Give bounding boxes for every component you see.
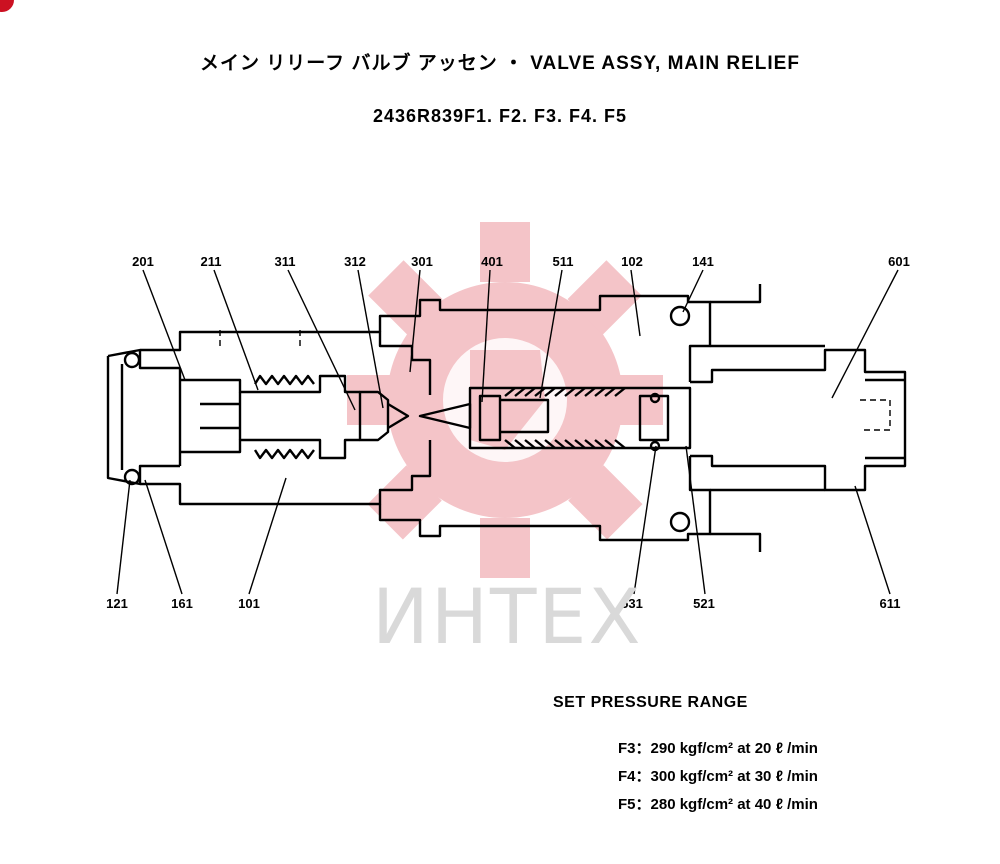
hidden-lines [219, 330, 891, 431]
pressure-range-heading: SET PRESSURE RANGE [553, 694, 748, 711]
pressure-row-f3: F3：290 kgf/cm² at 20 ℓ /min [618, 740, 818, 757]
callout-301: 301 [411, 254, 433, 269]
callout-312: 312 [344, 254, 366, 269]
callout-521: 521 [693, 596, 715, 611]
callout-311: 311 [275, 254, 296, 269]
callout-141: 141 [692, 254, 714, 269]
pressure-row-f4: F4：300 kgf/cm² at 30 ℓ /min [618, 768, 818, 785]
drawing-title: メイン リリーフ バルブ アッセン ・ VALVE ASSY, MAIN REL… [200, 53, 800, 74]
valve-outline [106, 284, 907, 552]
callout-611: 611 [880, 596, 901, 611]
callout-511: 511 [553, 254, 574, 269]
callout-401: 401 [481, 254, 503, 269]
leader-lines [116, 269, 899, 595]
watermark-text: ИHTEX [372, 572, 643, 661]
callout-121: 121 [106, 596, 128, 611]
callout-531: 531 [621, 596, 643, 611]
part-numbers: 2436R839F1. F2. F3. F4. F5 [372, 106, 628, 126]
pressure-row-f5: F5：280 kgf/cm² at 40 ℓ /min [618, 796, 818, 813]
callout-211: 211 [201, 254, 222, 269]
callout-201: 201 [132, 254, 154, 269]
callout-101: 101 [238, 596, 260, 611]
callout-161: 161 [171, 596, 193, 611]
callout-102: 102 [621, 254, 643, 269]
callout-601: 601 [888, 254, 910, 269]
